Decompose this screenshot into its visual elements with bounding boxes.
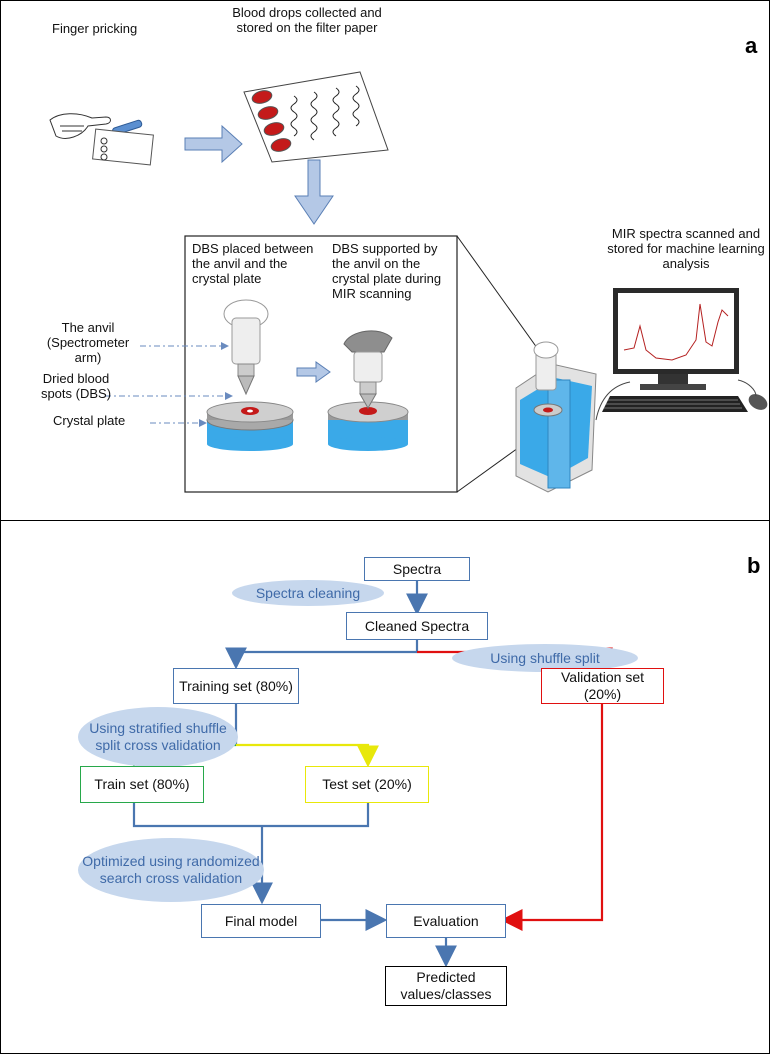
spectrometer-illustration: [515, 341, 597, 493]
dbs-supported-label: DBS supported by the anvil on the crysta…: [332, 241, 442, 301]
block-arrow-small: [296, 361, 331, 383]
spectra-box: Spectra: [364, 557, 470, 581]
stratified-note: Using stratified shuffle split cross val…: [78, 707, 238, 767]
dbs-placed-label: DBS placed between the anvil and the cry…: [192, 241, 314, 286]
computer-illustration: [595, 288, 768, 421]
spectra-cleaning-note: Spectra cleaning: [232, 580, 384, 606]
zoom-line-top: [456, 235, 541, 353]
blood-drops-label: Blood drops collected and stored on the …: [232, 5, 382, 35]
arrow-to-test: [236, 743, 379, 768]
anvil-left: [223, 299, 269, 396]
arrow-to-training: [225, 647, 417, 670]
finger-prick-illustration: [49, 113, 154, 166]
shuffle-split-note: Using shuffle split: [452, 644, 638, 672]
anvil-right: [343, 330, 393, 410]
training-set-box: Training set (80%): [173, 668, 299, 704]
inset-box: [184, 235, 458, 493]
block-arrow-right: [184, 124, 243, 164]
block-arrow-down: [294, 159, 334, 225]
test-set-box: Test set (20%): [305, 766, 429, 803]
crystal-plate-left: [206, 401, 294, 451]
finger-pricking-label: Finger pricking: [52, 21, 138, 36]
panel-letter-a: a: [745, 33, 758, 58]
zoom-line-bottom: [456, 447, 519, 493]
filter-paper-illustration: [243, 71, 389, 163]
validation-set-box: Validation set (20%): [541, 668, 664, 704]
evaluation-box: Evaluation: [386, 904, 506, 938]
optimized-note: Optimized using randomized search cross …: [78, 838, 264, 902]
line-train-test-join: [132, 802, 370, 828]
predicted-box: Predicted values/classes: [385, 966, 507, 1006]
anvil-label: The anvil (Spectrometer arm): [46, 320, 130, 365]
panel-letter-b: b: [747, 553, 761, 578]
cleaned-spectra-box: Cleaned Spectra: [346, 612, 488, 640]
train-set-box: Train set (80%): [80, 766, 204, 803]
arrow-validation-evaluation: [500, 703, 604, 931]
crystal-plate-right: [327, 401, 409, 451]
final-model-box: Final model: [201, 904, 321, 938]
mir-spectra-label: MIR spectra scanned and stored for machi…: [607, 226, 765, 271]
crystal-plate-label: Crystal plate: [53, 413, 126, 428]
dbs-label: Dried blood spots (DBS): [40, 371, 112, 401]
